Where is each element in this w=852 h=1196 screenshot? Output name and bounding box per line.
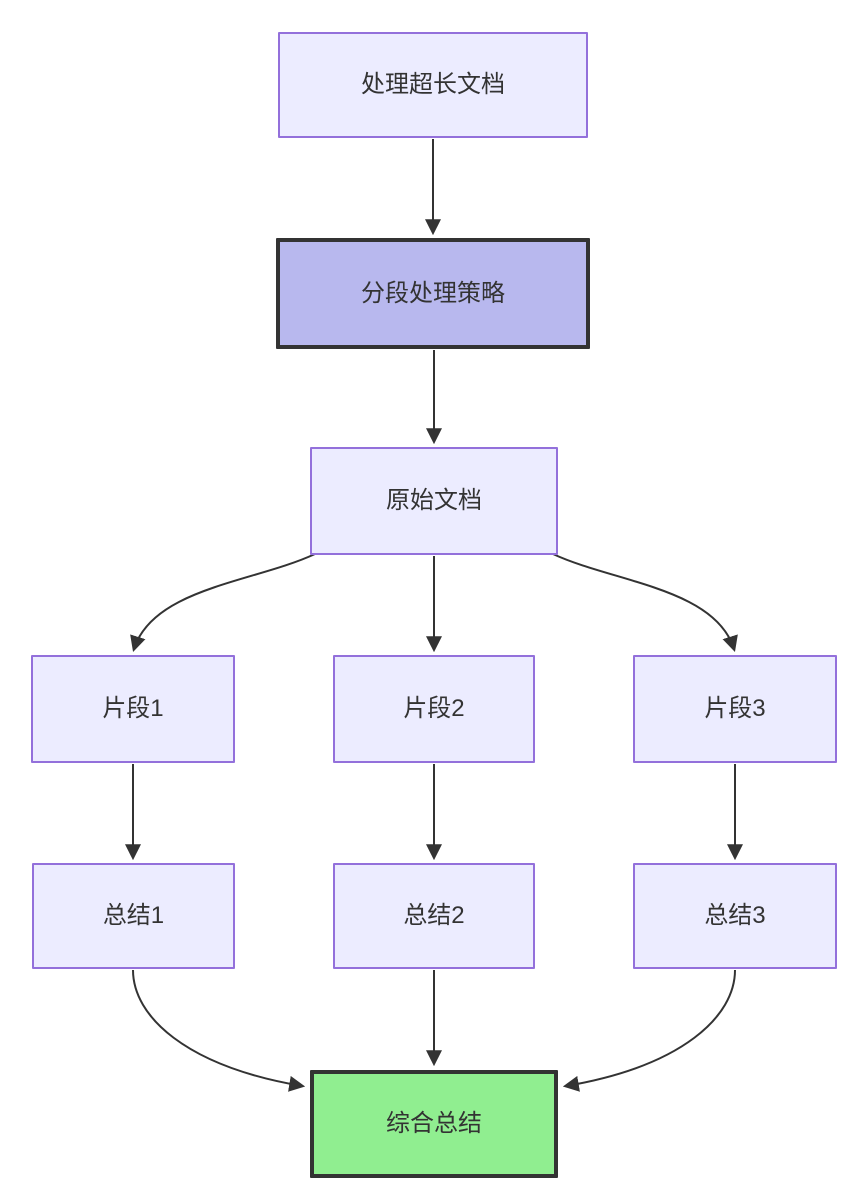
node-final: 综合总结 <box>310 1070 558 1178</box>
edge-sum3-final <box>562 969 736 1092</box>
node-source: 原始文档 <box>310 447 558 555</box>
node-task: 处理超长文档 <box>278 32 588 138</box>
node-sum3: 总结3 <box>633 863 837 969</box>
node-strategy: 分段处理策略 <box>276 238 590 349</box>
node-chunk2: 片段2 <box>333 655 535 763</box>
node-sum1: 总结1 <box>32 863 235 969</box>
node-sum2: 总结2 <box>333 863 535 969</box>
node-chunk1: 片段1 <box>31 655 235 763</box>
edge-source-chunk3 <box>552 553 738 653</box>
edge-sum1-final <box>132 969 306 1092</box>
edge-source-chunk1 <box>130 553 316 653</box>
node-chunk3: 片段3 <box>633 655 837 763</box>
